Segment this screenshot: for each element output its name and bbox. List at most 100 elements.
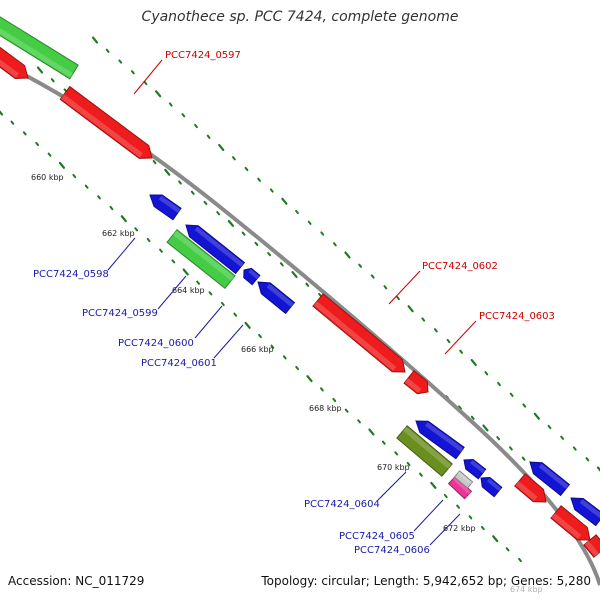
- gene-feature-0607-shine: [538, 463, 569, 489]
- scale-tick: [22, 131, 27, 136]
- scale-tick: [208, 291, 213, 296]
- gene-feature-0599-rna: [166, 229, 236, 289]
- scale-label: 674 kbp: [510, 585, 543, 594]
- scale-tick: [164, 168, 171, 176]
- gene-feature-0605-gray: [453, 470, 474, 489]
- gene-label: PCC7424_0600: [118, 338, 194, 349]
- scale-tick: [396, 295, 400, 301]
- scale-tick: [36, 66, 44, 74]
- topology-text: Topology: circular; Length: 5,942,652 bp…: [261, 574, 591, 588]
- scale-tick: [35, 141, 40, 147]
- label-leader-line: [157, 275, 187, 310]
- scale-tick: [105, 48, 110, 53]
- gene-feature-0602-shine: [313, 301, 397, 371]
- scale-label: 672 kbp: [443, 524, 476, 533]
- gene-feature-0611: [570, 497, 600, 527]
- gene-feature-0611-shine: [579, 499, 600, 519]
- scale-tick: [233, 312, 238, 317]
- gene-label: PCC7424_0601: [141, 358, 217, 369]
- scale-tick: [456, 504, 460, 509]
- gene-feature-0599-rna-shine: [172, 230, 235, 281]
- scale-tick: [282, 355, 287, 360]
- backbone-arc: [0, 60, 600, 586]
- scale-tick: [47, 152, 52, 157]
- scale-tick: [269, 188, 274, 193]
- scale-tick: [470, 415, 475, 420]
- gene-label: PCC7424_0606: [354, 545, 430, 556]
- gene-feature-0601-shine: [266, 283, 294, 307]
- scale-tick: [97, 195, 101, 200]
- scale-tick: [357, 419, 361, 424]
- scale-tick: [383, 285, 388, 290]
- label-leader-line: [194, 305, 223, 339]
- scale-tick: [419, 472, 423, 477]
- scale-tick: [509, 446, 513, 451]
- gene-feature-0599-body: [185, 224, 246, 275]
- gene-feature-0600: [243, 267, 261, 286]
- gene-label: PCC7424_0603: [479, 311, 555, 322]
- scale-tick: [533, 412, 540, 420]
- accession-text: Accession: NC_011729: [8, 574, 145, 588]
- gene-feature-0610-shine: [584, 541, 599, 557]
- scale-tick: [407, 305, 414, 313]
- scale-tick: [118, 59, 123, 64]
- gene-features: [0, 16, 600, 558]
- scale-tick: [134, 227, 139, 232]
- scale-tick: [381, 440, 386, 445]
- scale-tick: [421, 317, 426, 322]
- gene-feature-0598-body: [149, 194, 182, 221]
- gene-feature-0604-body: [415, 420, 465, 460]
- scale-tick: [159, 248, 163, 253]
- scale-tick: [194, 123, 198, 129]
- gene-feature-0608-body: [514, 473, 547, 503]
- gene-feature-0606-body: [480, 477, 503, 498]
- gene-feature-0601-body: [257, 281, 296, 315]
- gene-feature-0607-body: [529, 461, 571, 497]
- gene-feature-0599-shine: [194, 226, 244, 267]
- scale-tick: [257, 177, 262, 182]
- gene-feature-0597-shine: [60, 94, 144, 158]
- scale-tick: [178, 180, 182, 185]
- scale-tick: [216, 211, 221, 216]
- gene-feature-0605-gray-body: [453, 470, 474, 489]
- gene-feature-0605-shine: [470, 460, 486, 474]
- gene-feature-0604: [415, 420, 465, 460]
- gene-feature-0609: [550, 505, 591, 541]
- gene-feature-0598: [149, 194, 182, 221]
- gene-label: PCC7424_0605: [339, 531, 415, 542]
- scale-tick: [220, 301, 225, 307]
- scale-tick: [171, 259, 176, 264]
- scale-tick: [459, 349, 464, 354]
- scale-tick: [241, 231, 246, 236]
- scale-tick: [196, 280, 200, 285]
- scale-label: 662 kbp: [102, 229, 135, 238]
- scale-tick: [190, 190, 195, 195]
- scale-label: 664 kbp: [172, 286, 205, 295]
- gene-label: PCC7424_0602: [422, 261, 498, 272]
- scale-tick: [406, 461, 411, 467]
- scale-tick: [518, 557, 522, 563]
- label-leader-line: [413, 499, 444, 532]
- scale-tick: [291, 271, 298, 279]
- scale-tick: [307, 220, 312, 225]
- scale-tick: [480, 525, 485, 531]
- scale-tick: [320, 387, 324, 392]
- gene-feature-0602: [312, 293, 406, 373]
- label-leader-line: [377, 471, 407, 501]
- scale-tick: [430, 481, 437, 489]
- scale-tick: [182, 268, 189, 276]
- gene-feature-0600-shine: [248, 269, 260, 280]
- label-leader-line: [388, 270, 421, 305]
- gene-feature-0611-body: [570, 497, 600, 527]
- scale-tick: [10, 120, 15, 125]
- scale-tick: [484, 371, 489, 376]
- scale-tick: [206, 134, 211, 139]
- scale-tick: [120, 215, 127, 223]
- scale-tick: [227, 219, 235, 227]
- scale-tick: [203, 200, 208, 206]
- scale-tick: [505, 547, 510, 552]
- scale-tick: [143, 80, 148, 86]
- scale-tick: [91, 36, 99, 44]
- gene-feature-0603-shine: [404, 378, 422, 393]
